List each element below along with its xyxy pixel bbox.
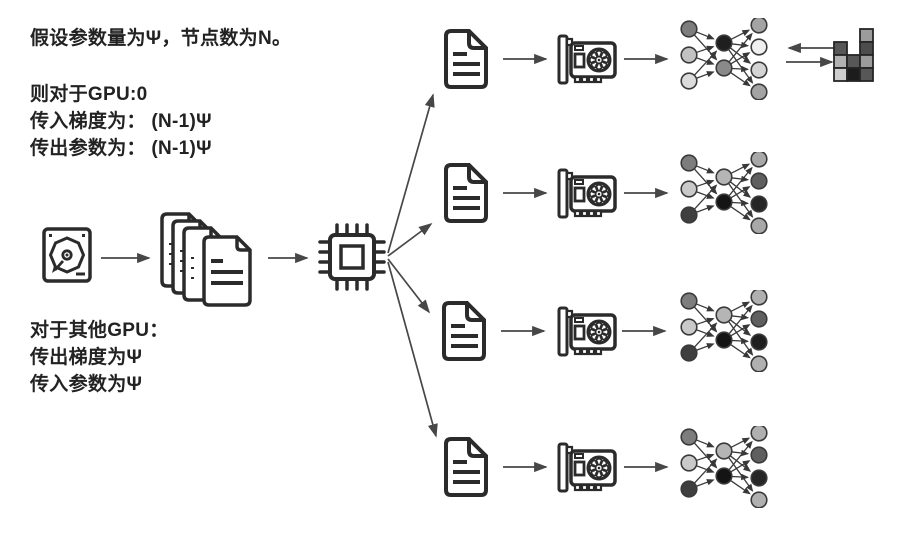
hard-drive-icon bbox=[42, 227, 92, 283]
annotation-other-gpus: 对于其他GPU： 传出梯度为Ψ 传入参数为Ψ bbox=[30, 317, 169, 398]
others-title-text: 对于其他GPU： bbox=[30, 320, 169, 341]
neural-network-icon bbox=[680, 290, 768, 372]
data-file-icon bbox=[444, 163, 488, 223]
neural-network-icon bbox=[680, 152, 768, 234]
data-file-icon bbox=[442, 301, 486, 361]
gpu-card-icon bbox=[557, 442, 617, 493]
arrow-cpu-to-doc-2 bbox=[387, 222, 433, 257]
annotation-gpu0: 假设参数量为Ψ，节点数为N。 则对于GPU:0 传入梯度为： (N-1)Ψ 传出… bbox=[30, 25, 291, 162]
others-grad-out-text: 传出梯度为Ψ bbox=[30, 347, 143, 368]
assumption-text: 假设参数量为Ψ，节点数为N。 bbox=[30, 28, 292, 49]
arrow-cpu-to-doc-3 bbox=[387, 258, 431, 314]
gpu0-grad-in-text: 传入梯度为： (N-1)Ψ bbox=[30, 111, 212, 132]
data-file-icon bbox=[444, 29, 488, 89]
gpu0-title-text: 则对于GPU:0 bbox=[30, 84, 148, 105]
gpu-card-icon bbox=[557, 168, 617, 219]
gpu0-param-out-text: 传出参数为： (N-1)Ψ bbox=[30, 138, 212, 159]
gpu-card-icon bbox=[557, 34, 617, 85]
others-param-in-text: 传入参数为Ψ bbox=[30, 374, 143, 395]
parameter-grid-icon bbox=[833, 28, 874, 82]
gpu-card-icon bbox=[557, 306, 617, 357]
arrow-cpu-to-doc-4 bbox=[387, 261, 438, 438]
cpu-chip-icon bbox=[318, 223, 386, 291]
arrow-cpu-to-doc-1 bbox=[387, 93, 435, 254]
neural-network-icon bbox=[680, 18, 768, 100]
document-stack-icon bbox=[160, 212, 252, 307]
neural-network-icon bbox=[680, 426, 768, 508]
data-file-icon bbox=[444, 437, 488, 497]
